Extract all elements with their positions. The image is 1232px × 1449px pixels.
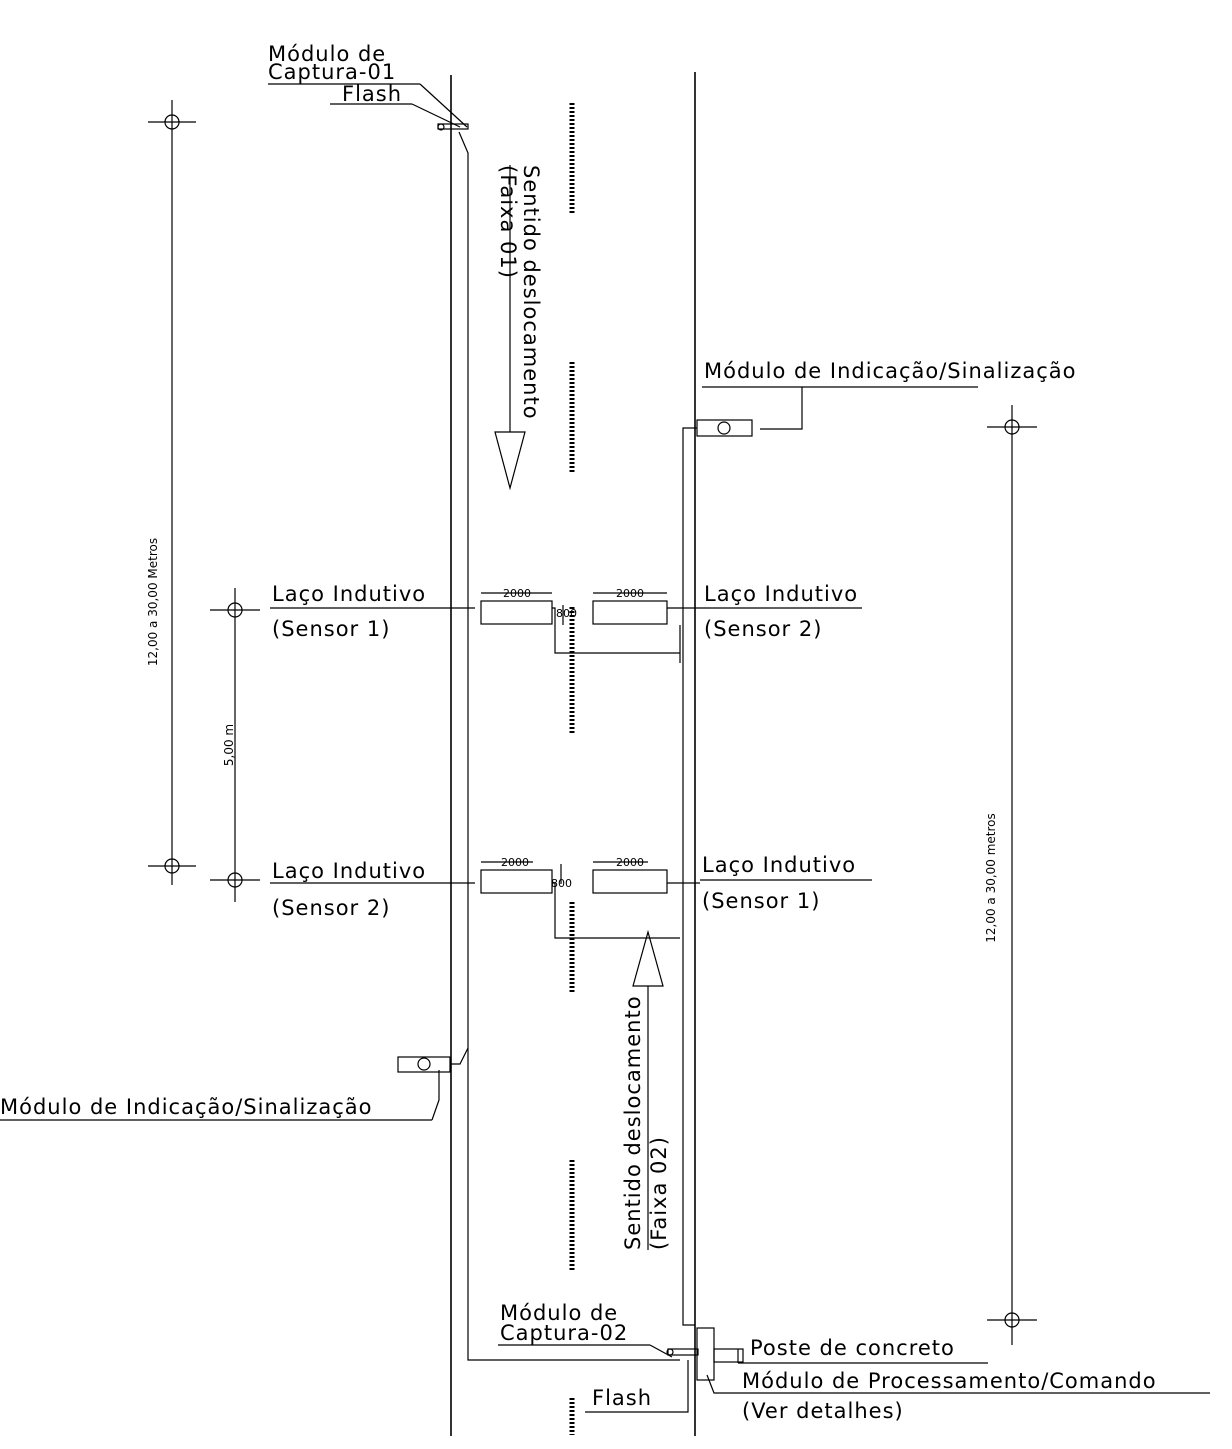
indication-left-label: Módulo de Indicação/Sinalização bbox=[0, 1095, 372, 1119]
right-span-label: 12,00 a 30,00 metros bbox=[984, 813, 998, 943]
loop-spacing-label: 5,00 m bbox=[222, 724, 236, 766]
capture-01-label-line2: Captura-01 bbox=[268, 60, 396, 84]
inductive-loop bbox=[592, 869, 668, 894]
direction-lane-01: Sentido deslocamento (Faixa 01) bbox=[494, 165, 543, 491]
loop-spacing-dimension: 5,00 m bbox=[210, 588, 260, 902]
capture-02-label-line2: Captura-02 bbox=[500, 1321, 628, 1345]
loop-left-top-label: Laço Indutivo bbox=[272, 582, 426, 606]
lane-02-direction-text: (Faixa 02) bbox=[647, 1136, 671, 1250]
lane-01-direction-text: (Faixa 01) bbox=[496, 165, 520, 279]
direction-lane-02: Sentido deslocamento (Faixa 02) bbox=[621, 929, 671, 1250]
concrete-pole-label: Poste de concreto bbox=[750, 1336, 955, 1360]
concrete-pole bbox=[696, 1327, 715, 1381]
indication-module-left: Módulo de Indicação/Sinalização bbox=[0, 1047, 469, 1121]
loop-right-top-label: Laço Indutivo bbox=[704, 582, 858, 606]
loop-left-bottom-sensor: (Sensor 2) bbox=[272, 896, 390, 920]
arrow-down-icon bbox=[494, 431, 526, 491]
loop-right-bottom-sensor: (Sensor 1) bbox=[702, 889, 820, 913]
flash-icon bbox=[437, 123, 445, 131]
loop-left-top-sensor: (Sensor 1) bbox=[272, 617, 390, 641]
capture-module-02: Módulo de Captura-02 Poste de concreto F… bbox=[498, 1301, 1210, 1423]
loop-gap-label: 800 bbox=[556, 607, 577, 620]
flash-icon bbox=[666, 1348, 674, 1356]
indication-module-right: Módulo de Indicação/Sinalização bbox=[682, 359, 1076, 1326]
lane-01-direction-text: Sentido deslocamento bbox=[519, 165, 543, 420]
processing-box-icon bbox=[713, 1348, 744, 1363]
inductive-loops-bottom: Laço Indutivo (Sensor 2) 2000 800 2000 L… bbox=[270, 853, 872, 939]
lane-02-direction-text: Sentido deslocamento bbox=[621, 995, 645, 1250]
loop-length-label: 2000 bbox=[503, 587, 531, 600]
capture-module-01: Módulo de Captura-01 Flash bbox=[268, 42, 680, 1361]
loop-length-label: 2000 bbox=[616, 587, 644, 600]
capture-02-label-line1: Módulo de bbox=[500, 1301, 618, 1325]
loop-right-top-sensor: (Sensor 2) bbox=[704, 617, 822, 641]
left-distance-dimension: 12,00 a 30,00 Metros bbox=[146, 100, 196, 885]
indication-right-label: Módulo de Indicação/Sinalização bbox=[704, 359, 1076, 383]
left-span-label: 12,00 a 30,00 Metros bbox=[146, 538, 160, 666]
loop-right-bottom-label: Laço Indutivo bbox=[702, 853, 856, 877]
right-distance-dimension: 12,00 a 30,00 metros bbox=[984, 405, 1037, 1345]
capture-01-label-line1: Módulo de bbox=[268, 42, 386, 66]
camera-icon bbox=[667, 1348, 699, 1356]
flash-top-label: Flash bbox=[342, 82, 402, 106]
inductive-loop bbox=[480, 869, 553, 894]
loop-left-bottom-label: Laço Indutivo bbox=[272, 859, 426, 883]
flash-bottom-label: Flash bbox=[592, 1386, 652, 1410]
inductive-loops-top: Laço Indutivo (Sensor 1) 2000 800 2000 L… bbox=[270, 582, 862, 663]
arrow-up-icon bbox=[632, 929, 664, 987]
loop-length-label: 2000 bbox=[616, 856, 644, 869]
inductive-loop bbox=[592, 600, 668, 625]
loop-length-label: 2000 bbox=[501, 856, 529, 869]
processing-module-details: (Ver detalhes) bbox=[742, 1399, 904, 1423]
inductive-loop bbox=[480, 600, 553, 625]
processing-module-label: Módulo de Processamento/Comando bbox=[742, 1369, 1157, 1393]
